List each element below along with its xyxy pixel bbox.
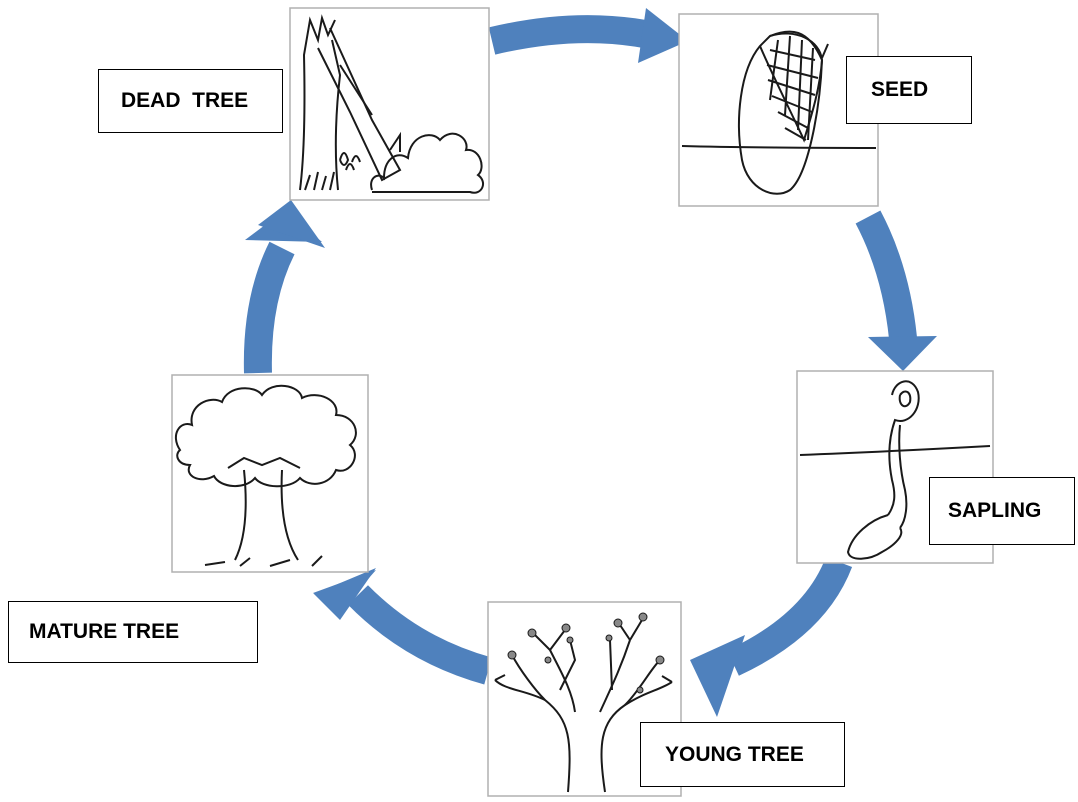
stage-label-text: SEED bbox=[871, 78, 929, 101]
arrow-dead-to-seed bbox=[488, 8, 688, 63]
arrow-sapling-to-young bbox=[690, 556, 853, 717]
stage-label-text: SAPLING bbox=[948, 499, 1042, 522]
stage-label-mature-tree: MATURE TREE bbox=[8, 601, 258, 663]
stage-label-text: DEAD TREE bbox=[121, 89, 249, 112]
stage-label-seed: SEED bbox=[846, 56, 972, 124]
arrow-mature-to-dead bbox=[243, 200, 325, 374]
dead-tree-illustration bbox=[289, 7, 490, 201]
stage-label-young-tree: YOUNG TREE bbox=[640, 722, 845, 787]
stage-label-text: YOUNG TREE bbox=[665, 742, 804, 766]
stage-label-dead-tree: DEAD TREE bbox=[98, 69, 283, 133]
young-tree-illustration bbox=[487, 601, 682, 797]
cycle-arrows bbox=[243, 8, 937, 717]
mature-tree-illustration bbox=[171, 374, 369, 573]
arrow-young-to-mature bbox=[313, 568, 492, 685]
arrow-seed-to-sapling bbox=[855, 210, 937, 371]
stage-label-text: MATURE TREE bbox=[29, 620, 180, 643]
seed-illustration bbox=[678, 13, 879, 207]
stage-label-sapling: SAPLING bbox=[929, 477, 1075, 545]
